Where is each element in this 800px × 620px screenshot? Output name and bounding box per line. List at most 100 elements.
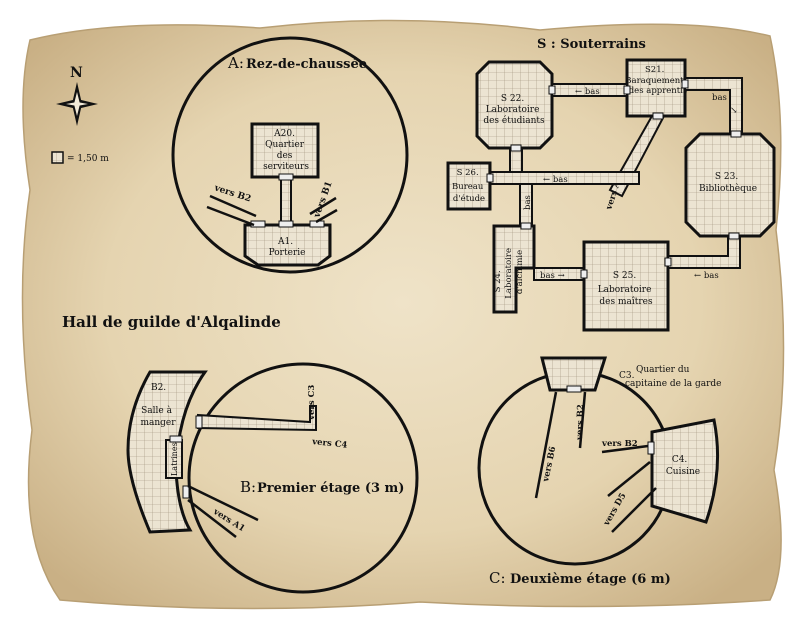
door-s21-west[interactable] — [623, 85, 631, 95]
door-s21-south[interactable] — [652, 112, 664, 120]
door-a20[interactable] — [278, 173, 294, 181]
room-s22 — [475, 60, 554, 150]
passage-b-a1-wall2 — [187, 499, 237, 538]
door-s24-north[interactable] — [520, 222, 532, 230]
door-s21-east[interactable] — [681, 79, 689, 89]
svg-text:Quartier du capitaine de: Quartier du capitaine de la garde — [625, 365, 721, 389]
passage-c-b6-wall — [534, 391, 558, 499]
door-a1-mid[interactable] — [278, 220, 294, 228]
compass-north-label: N — [70, 65, 83, 81]
passage-c-d5-wall2 — [611, 487, 657, 533]
room-s22-label-2: Laboratoire — [486, 105, 540, 115]
room-s24 — [492, 224, 536, 314]
svg-text:A20. Quartier des: A20. Quartier des serviteurs — [263, 129, 309, 172]
door-s26-east[interactable] — [486, 173, 494, 183]
section-s-underground: S : Souterrains S 22. Laboratoire des ét… — [446, 37, 776, 332]
room-c3-label-1: Quartier du — [636, 365, 690, 375]
svg-text:S 25. Laboratoire: S 25. Laboratoire des maîtres — [598, 271, 655, 307]
room-c3 — [540, 356, 608, 392]
corridor-s25-s23 — [667, 235, 741, 269]
room-s26-label-2: Bureau — [452, 182, 484, 192]
door-s23-south[interactable] — [728, 232, 740, 240]
room-a20 — [250, 122, 320, 179]
passage-c-d5-wall1 — [607, 461, 651, 497]
svg-text:S 22. Laboratoire: S 22. Laboratoire des étudiants — [483, 94, 545, 126]
svg-text:B2. Salle à manger: B2. Salle à manger — [140, 383, 176, 428]
room-a20-label-3: des — [277, 151, 293, 161]
stair-s2-arrow-icon: ↘ — [730, 106, 738, 116]
door-s22-south[interactable] — [510, 144, 522, 152]
room-s24-label-3: d'alchimie — [515, 250, 525, 294]
section-c-letter: C: — [489, 569, 506, 587]
door-s23-north[interactable] — [730, 130, 742, 138]
room-s26 — [446, 161, 492, 211]
section-b-letter: B: — [240, 478, 256, 496]
room-c4-label-2: Cuisine — [666, 467, 700, 477]
room-s21-label-1: S21. — [645, 65, 664, 75]
passage-b-c4-label: vers C4 — [311, 437, 348, 451]
room-a1-label-1: A1. — [277, 237, 293, 247]
room-s23-label-2: Bibliothèque — [699, 183, 757, 194]
room-s25-label-1: S 25. — [613, 271, 636, 281]
section-s-title: S : Souterrains — [537, 37, 646, 52]
compass-rose-icon: N — [56, 65, 98, 126]
room-s21-label-2: Baraquements — [625, 76, 688, 86]
room-s23-label-1: S 23. — [715, 172, 738, 182]
room-c3-id: C3. — [619, 371, 635, 381]
passage-a-b2-wall1 — [206, 205, 255, 227]
parchment-background — [21, 19, 785, 610]
passage-a-b1-wall1 — [315, 208, 338, 224]
stair-s6-label: ← bas — [694, 271, 719, 281]
door-s25-west[interactable] — [580, 269, 588, 279]
section-b-title: Premier étage (3 m) — [257, 481, 404, 496]
room-a1-label-2: Porterie — [269, 248, 306, 258]
room-s21-label-3: des apprentis — [629, 86, 688, 96]
stair-s4-label: bas — [523, 195, 533, 210]
room-latrines-label: Latrines — [170, 442, 179, 476]
room-s26-label-1: S 26. — [457, 168, 479, 178]
section-a-letter: A: — [227, 54, 244, 72]
room-s26-label-3: d'étude — [453, 193, 485, 204]
map-title: Hall de guilde d'Alqalinde — [62, 313, 281, 331]
svg-text:S 23. Bibliothèque: S 23. Bibliothèque — [699, 172, 757, 194]
door-latrines[interactable] — [169, 435, 183, 443]
room-s25 — [582, 240, 670, 332]
stair-s1-label: ← bas — [575, 87, 600, 97]
section-a-title: Rez-de-chaussée — [246, 57, 367, 72]
stair-s5-label: bas → — [540, 271, 565, 281]
svg-text:S21. Baraquements: S21. Baraquements des apprentis — [625, 65, 690, 96]
passage-c-b2a-label: vers B2 — [575, 404, 586, 441]
room-b2-label-2: Salle à — [141, 405, 172, 416]
room-s21 — [625, 58, 687, 118]
room-s22-label-3: des étudiants — [483, 115, 545, 126]
section-c-title: Deuxième étage (6 m) — [510, 572, 671, 587]
stair-s3-label: ← bas — [543, 175, 568, 185]
room-b2-label-3: manger — [140, 418, 176, 428]
room-a1 — [243, 223, 332, 267]
room-s22-label-1: S 22. — [501, 94, 524, 104]
door-s22-east[interactable] — [548, 85, 556, 95]
svg-text:C4. Cuisine: C4. Cuisine — [666, 455, 700, 477]
scale-square-icon — [51, 151, 64, 164]
room-c3-label-2: capitaine de la garde — [625, 379, 721, 389]
stair-s2-label: bas — [712, 93, 727, 103]
section-b-tower — [187, 362, 419, 594]
svg-text:A1. Porterie: A1. Porterie — [269, 237, 306, 258]
room-s24-label-2: Laboratoire — [504, 248, 514, 299]
scale-label: = 1,50 m — [67, 154, 109, 164]
passage-c-b2a-wall — [578, 391, 587, 449]
svg-text:S 26. Bureau d'étu: S 26. Bureau d'étude — [452, 168, 486, 204]
door-c4[interactable] — [647, 441, 655, 455]
passage-c-b2b-label: vers B2 — [601, 439, 638, 449]
passage-c-b2b-wall — [601, 444, 649, 454]
door-c3[interactable] — [566, 385, 582, 393]
svg-text:S 24. Laboratoire: S 24. Laboratoire d'alchimie — [493, 245, 525, 298]
room-c4-label-1: C4. — [672, 455, 688, 465]
door-s25-east[interactable] — [664, 257, 672, 267]
passage-a-b1-wall2 — [309, 196, 337, 216]
door-b2-corridor[interactable] — [195, 415, 203, 429]
room-s25-label-3: des maîtres — [599, 296, 653, 307]
door-b2-south[interactable] — [182, 485, 190, 499]
room-a20-label-2: Quartier — [265, 140, 305, 150]
